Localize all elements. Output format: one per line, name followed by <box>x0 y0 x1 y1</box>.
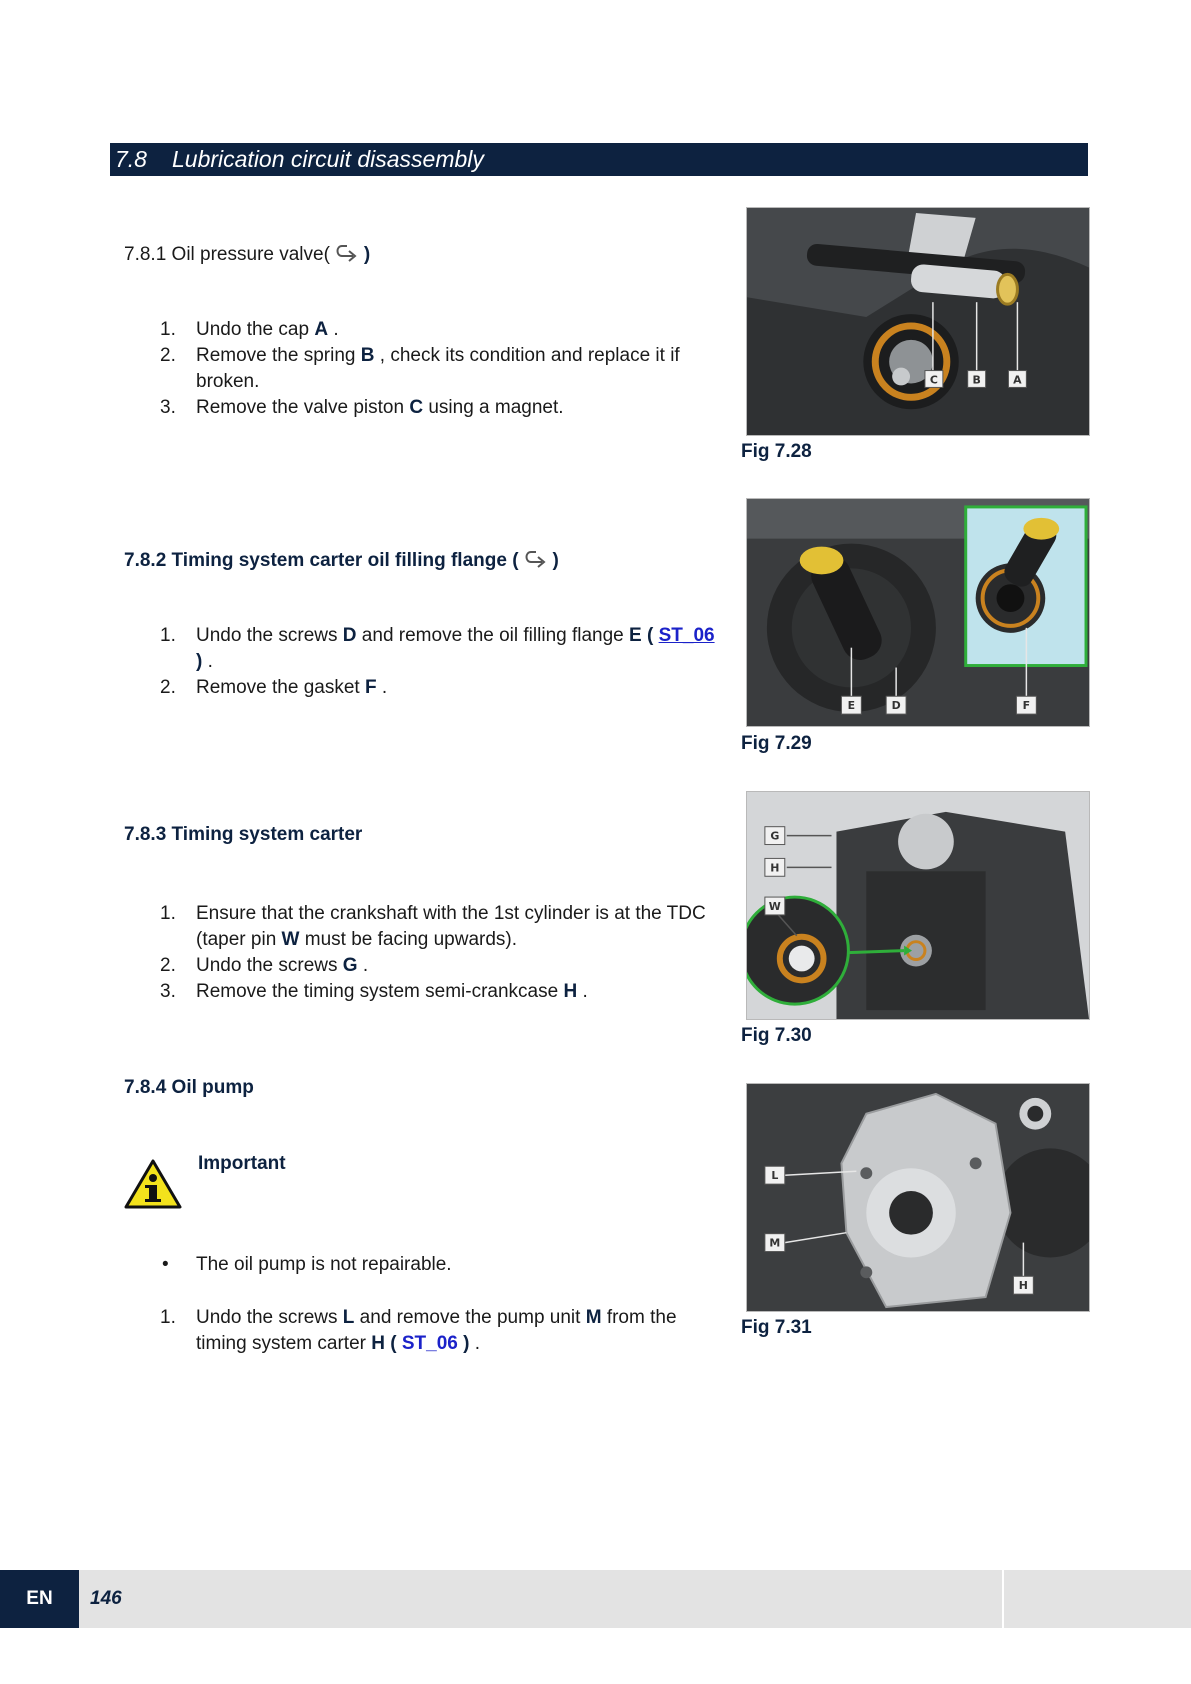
svg-text:W: W <box>769 900 781 913</box>
reference-hook-icon[interactable] <box>333 242 361 268</box>
figure-caption-728: Fig 7.28 <box>741 441 812 462</box>
subsection-781-heading: 7.8.1 Oil pressure valve() <box>124 242 370 268</box>
bullet-item: •The oil pump is not repairable. <box>162 1254 452 1275</box>
callout-F: F <box>1015 695 1037 715</box>
list-item: 2.Undo the screws G . <box>160 955 369 976</box>
important-label: Important <box>198 1153 286 1174</box>
callout-M: M <box>764 1233 786 1253</box>
reference-hook-icon[interactable] <box>522 548 550 574</box>
figure-image-728: C B A <box>746 207 1090 436</box>
callout-W: W <box>764 896 786 916</box>
callout-E: E <box>840 695 862 715</box>
list-item: 1.Undo the screws L and remove the pump … <box>160 1307 677 1354</box>
subsection-783-heading: 7.8.3 Timing system carter <box>124 824 363 845</box>
list-item: 2.Remove the gasket F . <box>160 677 388 698</box>
figure-image-729: E D F <box>746 498 1090 727</box>
warning-info-icon <box>124 1158 182 1210</box>
list-item: 1.Undo the screws D and remove the oil f… <box>160 625 715 672</box>
callout-H: H <box>1012 1275 1034 1295</box>
subsection-782-suffix: ) <box>552 550 559 572</box>
list-item: 3.Remove the timing system semi-crankcas… <box>160 981 588 1002</box>
svg-text:E: E <box>848 699 855 712</box>
st06-link[interactable]: ST_06 <box>401 1333 458 1354</box>
list-item: 1.Ensure that the crankshaft with the 1s… <box>160 903 706 950</box>
svg-text:F: F <box>1023 699 1030 712</box>
svg-text:C: C <box>930 373 938 386</box>
figure-image-731: L M H <box>746 1083 1090 1312</box>
st06-link[interactable]: ST_06 <box>658 625 715 646</box>
section-title: Lubrication circuit disassembly <box>172 146 484 172</box>
svg-text:B: B <box>972 373 980 386</box>
svg-text:A: A <box>1013 373 1022 386</box>
list-item: 3.Remove the valve piston C using a magn… <box>160 397 564 418</box>
callout-C: C <box>924 370 944 388</box>
subsection-781-title: 7.8.1 Oil pressure valve( <box>124 244 330 266</box>
subsection-782-title: 7.8.2 Timing system carter oil filling f… <box>124 550 519 572</box>
subsection-784-heading: 7.8.4 Oil pump <box>124 1077 254 1098</box>
footer-divider <box>1002 1570 1004 1628</box>
footer-page-number: 146 <box>90 1588 122 1609</box>
callout-H: H <box>764 857 786 877</box>
figure-caption-730: Fig 7.30 <box>741 1025 812 1046</box>
section-title-bar: 7.8 Lubrication circuit disassembly <box>110 143 1088 176</box>
steps-784: 1.Undo the screws L and remove the pump … <box>160 1305 720 1357</box>
figure-caption-731: Fig 7.31 <box>741 1317 812 1338</box>
svg-text:D: D <box>892 699 901 712</box>
list-item: 2.Remove the spring B , check its condit… <box>160 345 680 392</box>
steps-781: 1.Undo the cap A . 2.Remove the spring B… <box>160 317 720 421</box>
callout-B: B <box>967 370 987 388</box>
page-footer <box>0 1570 1191 1628</box>
svg-text:H: H <box>1019 1279 1028 1292</box>
steps-783: 1.Ensure that the crankshaft with the 1s… <box>160 901 720 1005</box>
svg-text:L: L <box>771 1169 778 1182</box>
subsection-781-suffix: ) <box>363 244 371 266</box>
steps-782: 1.Undo the screws D and remove the oil f… <box>160 623 720 701</box>
callout-A: A <box>1007 370 1027 388</box>
figure-caption-729: Fig 7.29 <box>741 733 812 754</box>
subsection-782-heading: 7.8.2 Timing system carter oil filling f… <box>124 548 559 574</box>
svg-text:H: H <box>770 861 779 874</box>
figure-image-730: G H W <box>746 791 1090 1020</box>
callout-D: D <box>885 695 907 715</box>
footer-language: EN <box>0 1570 79 1628</box>
list-item: 1.Undo the cap A . <box>160 319 339 340</box>
svg-text:G: G <box>770 830 779 843</box>
section-number: 7.8 <box>115 146 147 172</box>
callout-L: L <box>764 1165 786 1185</box>
svg-text:M: M <box>769 1237 780 1250</box>
callout-G: G <box>764 826 786 846</box>
